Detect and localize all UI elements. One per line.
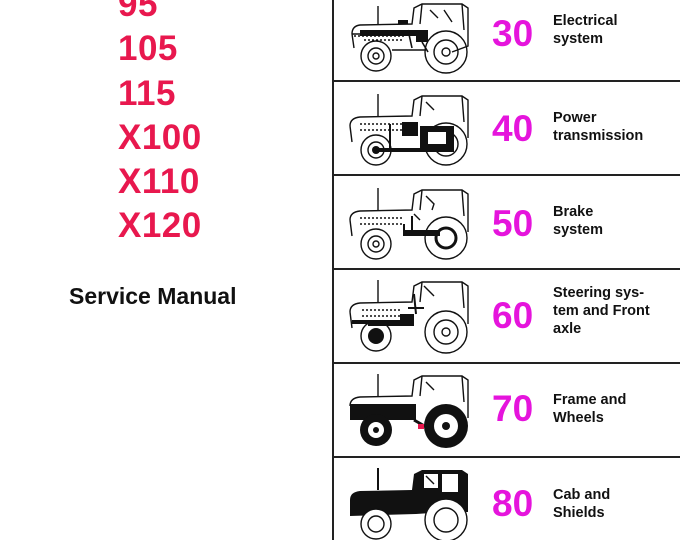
section-label: Frame and Wheels xyxy=(553,392,627,426)
tractor-brake-icon xyxy=(349,188,469,260)
model-number: 115 xyxy=(118,73,176,113)
section-80[interactable]: 80 Cab and Shields xyxy=(334,456,680,540)
section-label: Brake system xyxy=(553,204,603,238)
model-number: X100 xyxy=(118,117,202,157)
section-70[interactable]: 70 Frame and Wheels xyxy=(334,362,680,456)
model-number: X120 xyxy=(118,206,202,246)
model-list: 95 105 115 X100 X110 X120 xyxy=(118,0,202,249)
tractor-steering-icon xyxy=(349,280,469,354)
model-number: 95 xyxy=(118,0,158,24)
section-60[interactable]: 60 Steering sys- tem and Front axle xyxy=(334,268,680,362)
section-index: 30 Electrical system xyxy=(332,0,680,540)
section-label: Electrical system xyxy=(553,13,618,47)
section-50[interactable]: 50 Brake system xyxy=(334,174,680,268)
section-number: 30 xyxy=(492,13,534,54)
section-40[interactable]: 40 Power transmission xyxy=(334,80,680,174)
section-label: Steering sys- tem and Front axle xyxy=(553,285,650,337)
highlight-mark xyxy=(418,424,424,429)
section-number: 50 xyxy=(492,203,534,244)
section-label: Power transmission xyxy=(553,110,644,144)
section-number: 70 xyxy=(492,388,534,429)
section-number: 80 xyxy=(492,483,534,524)
model-number: 105 xyxy=(118,29,178,69)
section-number: 60 xyxy=(492,295,534,336)
manual-title: Service Manual xyxy=(69,283,237,309)
section-number: 40 xyxy=(492,108,534,149)
section-label: Cab and Shields xyxy=(553,487,611,521)
tractor-power-transmission-icon xyxy=(349,94,469,166)
tractor-frame-wheels-icon xyxy=(349,374,469,448)
tractor-electrical-icon xyxy=(351,3,469,74)
section-30[interactable]: 30 Electrical system xyxy=(334,0,680,80)
tractor-cab-icon xyxy=(350,468,468,540)
model-number: X110 xyxy=(118,162,200,202)
